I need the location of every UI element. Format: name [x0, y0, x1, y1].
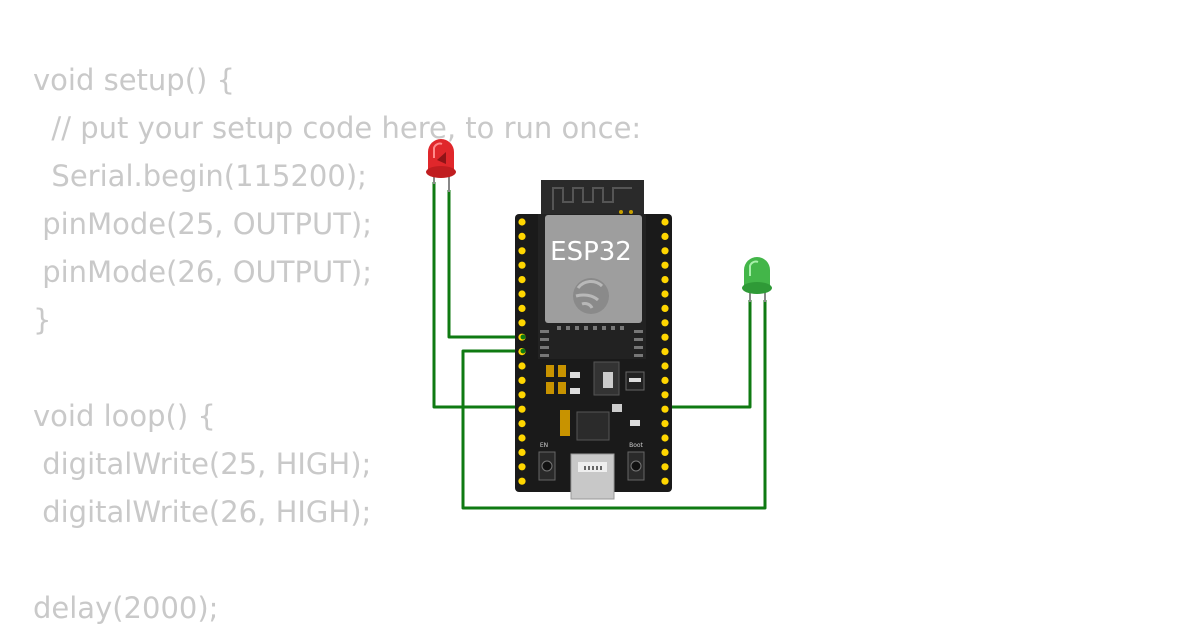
code-line: delay(2000); — [33, 591, 219, 625]
boot-button[interactable] — [627, 451, 645, 481]
wire-green-led-anode[interactable] — [461, 300, 767, 510]
board-label: ESP32 — [550, 237, 632, 267]
code-line: void setup() { — [33, 63, 235, 97]
boot-button-label: Boot — [629, 442, 643, 449]
code-line: digitalWrite(26, HIGH); — [33, 495, 372, 529]
code-line: void loop() { — [33, 399, 216, 433]
espressif-logo-icon — [573, 278, 609, 314]
wire-endpoint — [520, 348, 526, 354]
code-line: // put your setup code here, to run once… — [33, 111, 642, 145]
code-line: pinMode(26, OUTPUT); — [33, 255, 373, 289]
led-die — [437, 152, 446, 164]
en-button[interactable] — [538, 451, 556, 481]
code-line: pinMode(25, OUTPUT); — [33, 207, 373, 241]
left-header-pins — [518, 218, 526, 485]
module-pads — [540, 326, 643, 357]
wire-red-led-anode[interactable] — [447, 190, 523, 339]
antenna-dot — [619, 210, 623, 214]
led-rim — [742, 282, 772, 294]
esp32-board[interactable]: ESP32 — [515, 180, 672, 500]
code-line: digitalWrite(25, HIGH); — [33, 447, 372, 481]
usb-port-icon — [570, 453, 615, 500]
right-header-pins — [661, 218, 669, 485]
code-line: } — [33, 303, 52, 337]
green-led[interactable] — [742, 257, 772, 302]
led-highlight — [749, 260, 759, 276]
wire-endpoint — [520, 334, 526, 340]
board-components — [546, 361, 645, 441]
antenna-dot — [629, 210, 633, 214]
led-highlight — [433, 142, 443, 158]
en-button-label: EN — [540, 442, 548, 449]
module-shield — [545, 215, 642, 323]
red-led[interactable] — [426, 139, 456, 192]
led-rim — [426, 166, 456, 178]
code-line: Serial.begin(115200); — [33, 159, 367, 193]
antenna-trace — [552, 187, 632, 210]
